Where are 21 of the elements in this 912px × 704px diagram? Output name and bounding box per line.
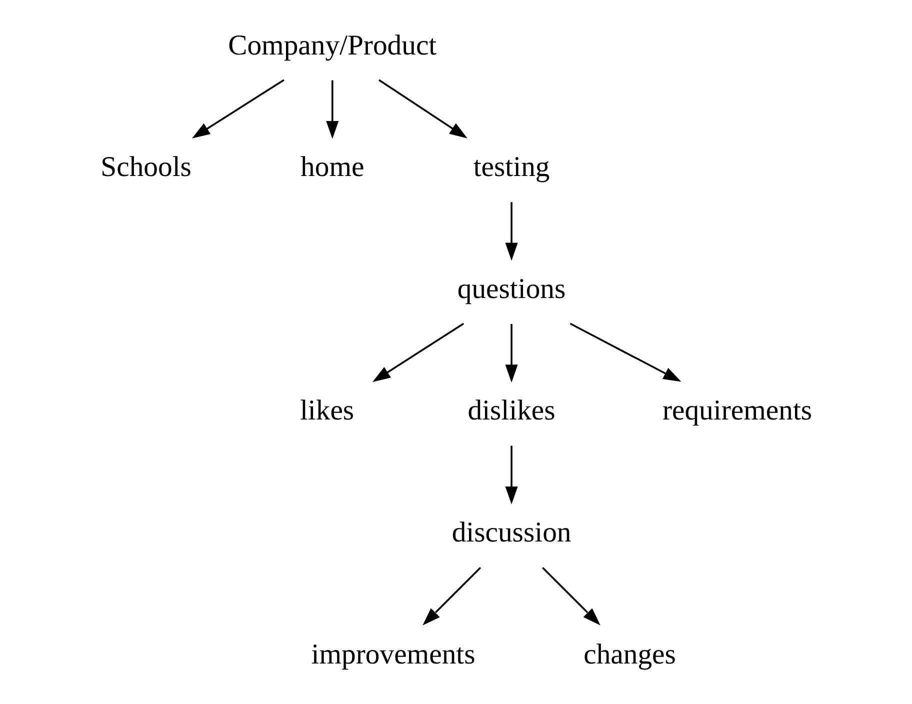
arrow [422,566,482,626]
arrow [505,446,518,504]
arrow [326,80,339,139]
node-text: improvements [311,638,476,670]
node-text: changes [584,638,676,670]
arrow [505,324,518,383]
node-text: home [300,151,364,184]
node-text: questions [457,272,566,305]
node-text: dislikes [468,394,556,427]
node-text: requirements [662,394,812,427]
arrow [372,322,464,382]
arrow [378,79,468,138]
node-text: likes [300,394,354,427]
node-text: Company/Product [228,29,437,62]
node-text: discussion [452,516,572,549]
arrow [505,202,518,261]
node-text: testing [473,151,550,184]
arrow [570,322,682,382]
node-text: Schools [100,151,192,184]
arrow [542,566,600,626]
arrow [192,79,284,138]
